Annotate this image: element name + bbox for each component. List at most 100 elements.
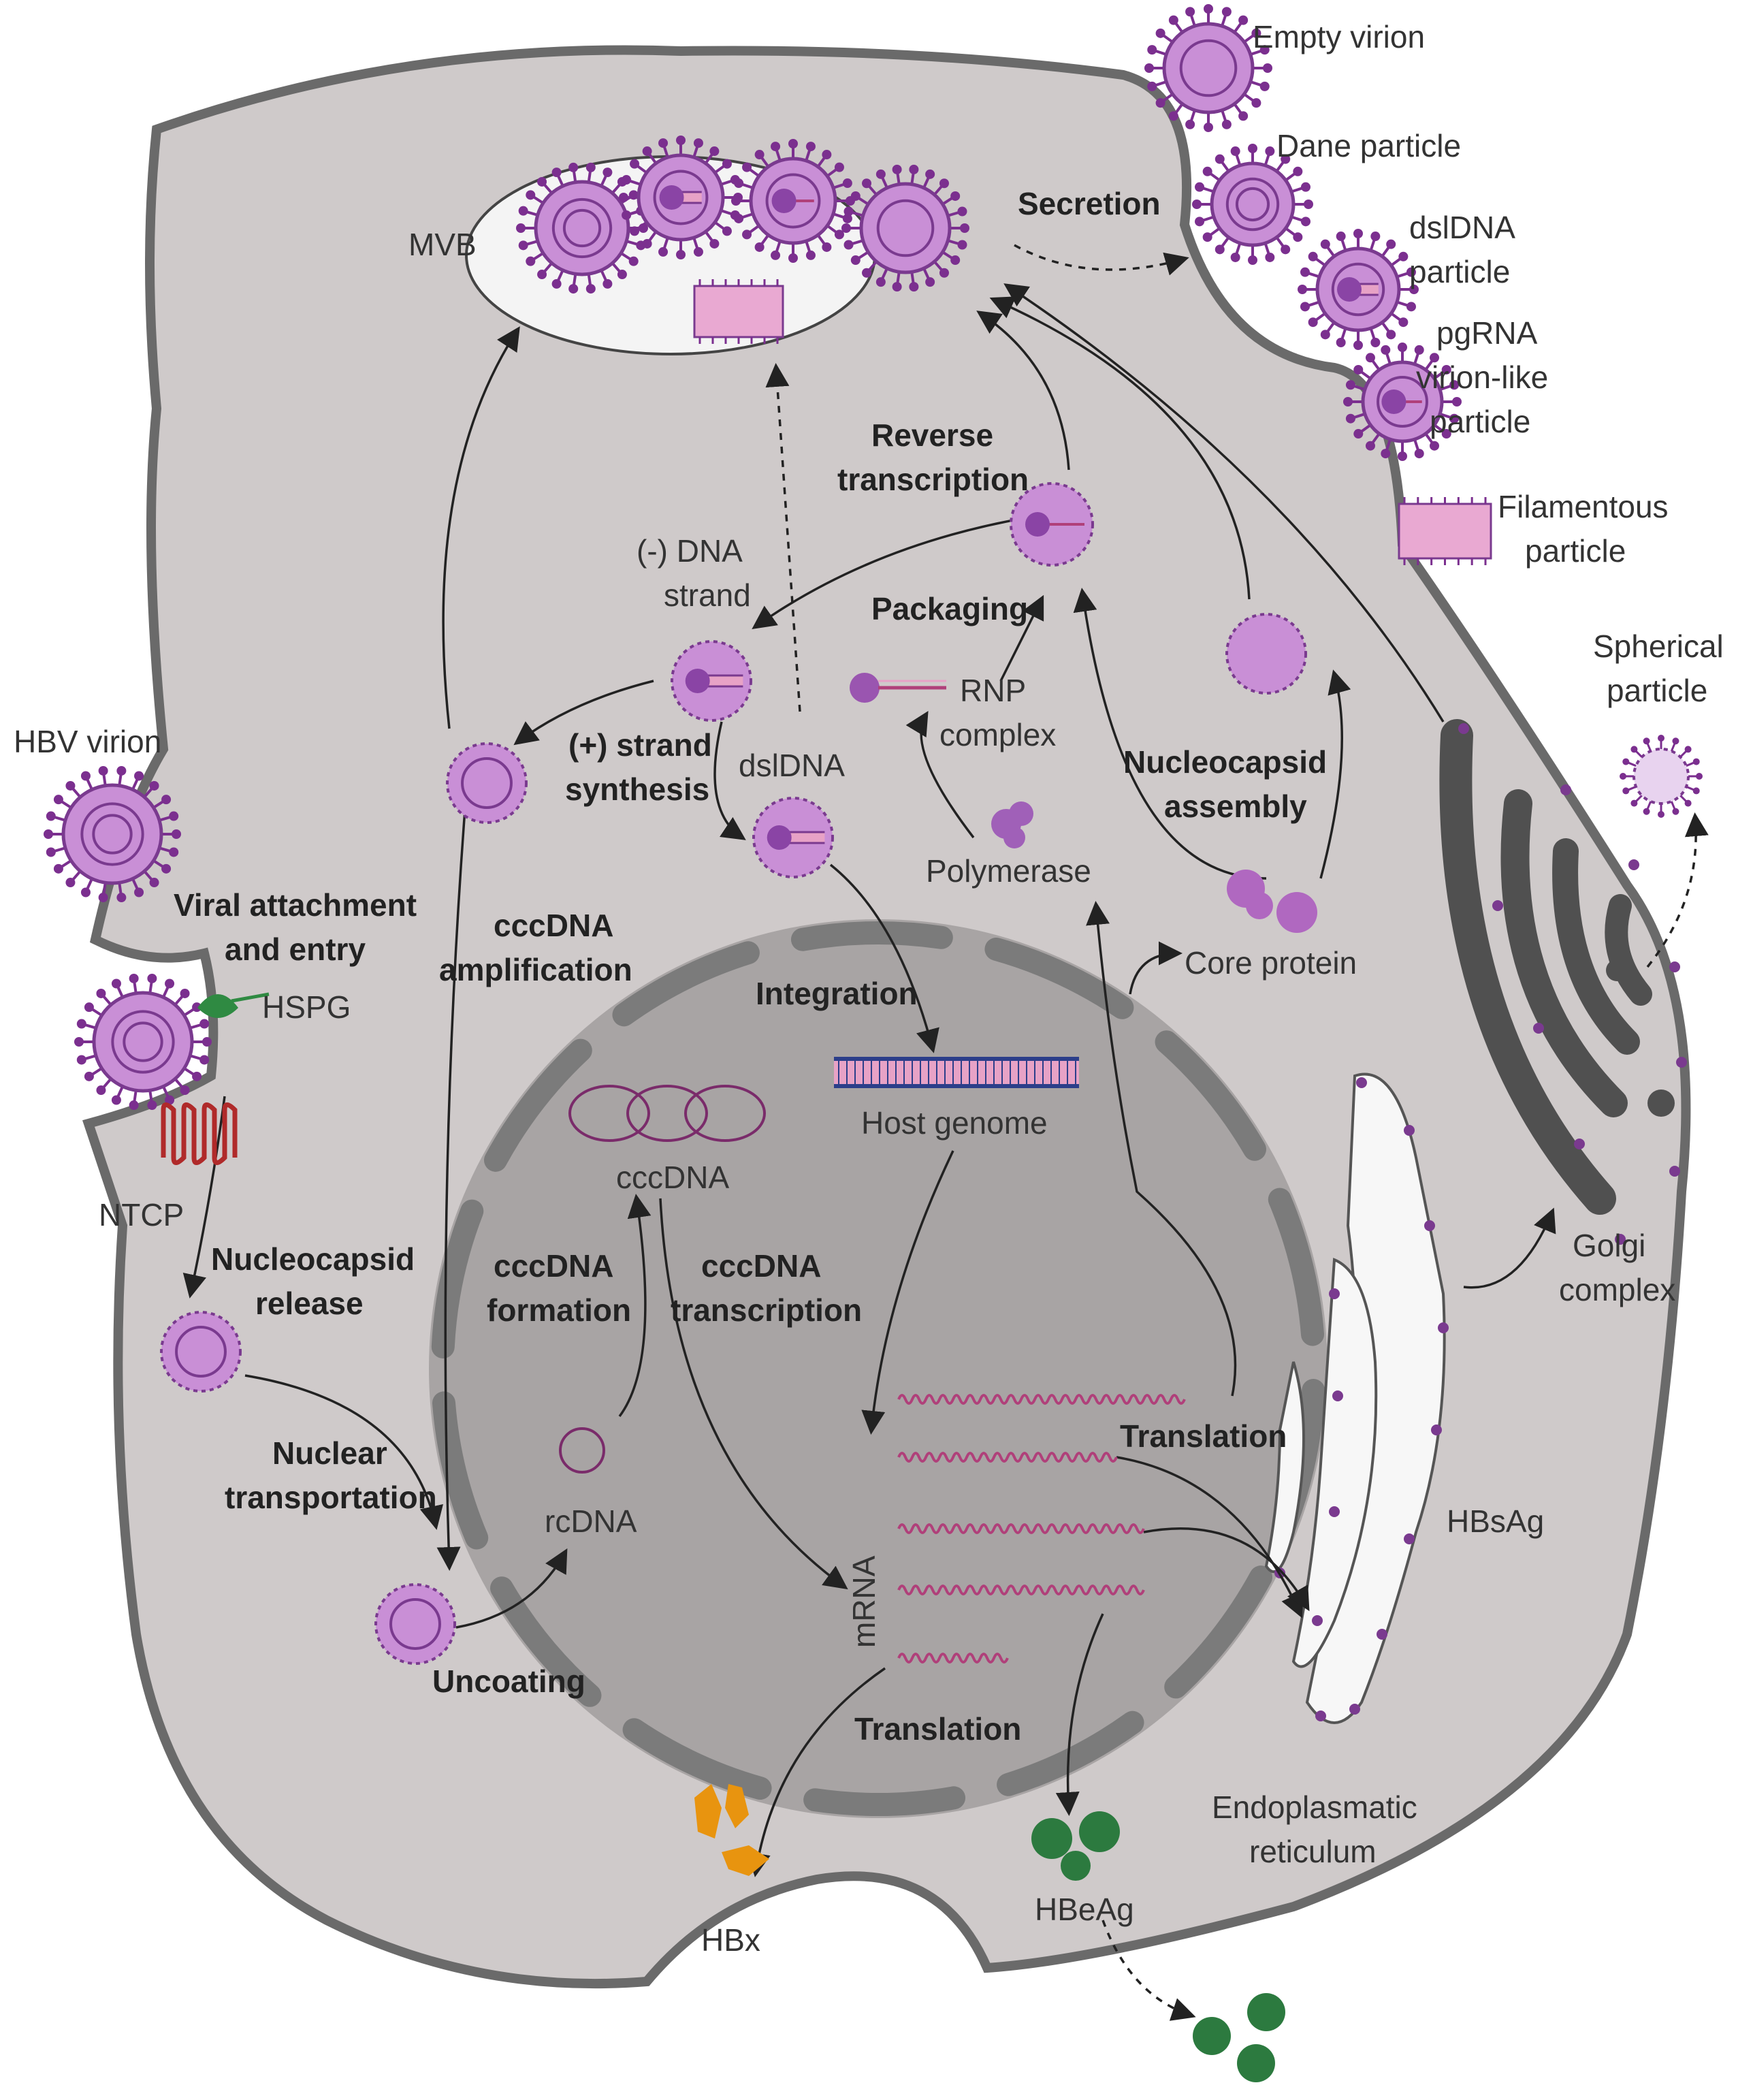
label-viral-attachment: Viral attachment (174, 887, 417, 923)
label-er-2: reticulum (1249, 1834, 1377, 1869)
proteins (161, 801, 1317, 2082)
nucleus (429, 919, 1328, 1818)
label-rcdna: rcDNA (545, 1504, 637, 1539)
spherical-particle (1620, 735, 1703, 818)
label-golgi-2: complex (1559, 1272, 1675, 1307)
golgi-complex (1439, 719, 1687, 1245)
label-cccdna-transcription-2: transcription (671, 1292, 862, 1328)
nuclear-pore-segment (622, 1718, 772, 1800)
label-rnp-2: complex (939, 717, 1056, 752)
label-reverse-transcription: Reverse (871, 417, 993, 453)
host-genome-dna (834, 1057, 1079, 1088)
label-hbeag: HBeAg (1035, 1892, 1134, 1927)
label-nucleocapsid-assembly-2: assembly (1164, 789, 1307, 824)
label-secretion: Secretion (1018, 186, 1161, 221)
nuclear-pore-segment (1164, 1565, 1273, 1699)
nuclear-pore-segment (997, 1711, 1144, 1796)
diagram-labels: Empty virion Dane particle dslDNA partic… (14, 19, 1724, 1958)
empty-virion (1144, 4, 1272, 132)
label-mrna: mRNA (846, 1555, 882, 1648)
label-dsldna: dslDNA (739, 748, 845, 783)
mrna-strand (897, 1452, 1118, 1463)
label-dsldna-particle-2: particle (1409, 254, 1510, 289)
nuclear-pore-segment (790, 921, 953, 951)
capsid-reverse-transcription (1010, 482, 1094, 567)
mvb-empty (841, 164, 969, 292)
label-mvb: MVB (408, 227, 477, 262)
label-nucleocapsid-release: Nucleocapsid (211, 1241, 415, 1277)
label-spherical-2: particle (1607, 673, 1707, 708)
mrna-strands (897, 1394, 1186, 1664)
ntcp-receptor (161, 1102, 238, 1165)
core-protein (1227, 870, 1317, 933)
label-hbv-virion: HBV virion (14, 724, 161, 759)
nuclear-pore-segment (431, 1199, 484, 1359)
label-cccdna-formation: cccDNA (494, 1248, 613, 1284)
label-er: Endoplasmatic (1212, 1789, 1417, 1825)
label-dane-particle: Dane particle (1276, 128, 1461, 163)
label-translation-bottom: Translation (854, 1711, 1021, 1747)
mrna-strand (897, 1523, 1145, 1534)
cccdna-loops (568, 1085, 766, 1142)
label-nuclear-transport-2: transportation (225, 1480, 437, 1515)
virions (44, 4, 1703, 1665)
label-empty-virion: Empty virion (1253, 19, 1425, 54)
rcdna-circle (559, 1427, 605, 1474)
hbeag-protein (1031, 1811, 1285, 2082)
label-minus-dna: (-) DNA (637, 533, 743, 569)
label-packaging: Packaging (871, 591, 1028, 626)
label-spherical: Spherical (1593, 629, 1724, 664)
nuclear-pore-segment (984, 937, 1134, 1019)
label-nucleocapsid-assembly: Nucleocapsid (1123, 744, 1327, 780)
label-minus-dna-2: strand (664, 577, 751, 613)
capsid-minus-strand (671, 640, 752, 722)
polymerase-protein (991, 801, 1033, 848)
label-plus-strand-2: synthesis (565, 771, 709, 807)
nuclear-pore-segment (612, 941, 760, 1027)
mvb-dsldna (619, 136, 743, 259)
filamentous-particle (1398, 497, 1492, 565)
nuclear-pore-segment (1268, 1188, 1325, 1346)
label-pgrna: pgRNA (1436, 315, 1538, 351)
hbx-protein (694, 1784, 769, 1876)
dane-particle (1192, 144, 1313, 265)
rnp-complex (850, 673, 946, 703)
released-nucleocapsid (160, 1311, 242, 1393)
mvb-pgrna (731, 139, 855, 263)
label-nuclear-transport: Nuclear (272, 1435, 387, 1471)
label-hspg: HSPG (262, 989, 351, 1025)
nuclear-pore-segment (803, 1786, 966, 1816)
label-translation-right: Translation (1120, 1418, 1287, 1454)
pathway-arrows (182, 244, 1709, 2021)
hspg-receptor (197, 992, 270, 1018)
pgrna-particle (1343, 343, 1462, 461)
label-nucleocapsid-release-2: release (255, 1286, 364, 1321)
mrna-strand (897, 1394, 1186, 1405)
nuclear-pore-segment (483, 1038, 592, 1172)
capsid-dsldna (752, 797, 834, 878)
label-cccdna-amplification-2: amplification (439, 952, 632, 987)
label-polymerase: Polymerase (926, 853, 1091, 889)
label-cccdna-transcription: cccDNA (701, 1248, 821, 1284)
label-golgi: Golgi (1573, 1228, 1645, 1263)
label-viral-attachment-2: and entry (225, 932, 366, 967)
label-uncoating: Uncoating (432, 1664, 585, 1699)
label-ntcp: NTCP (99, 1197, 184, 1232)
label-hbx: HBx (701, 1922, 760, 1958)
label-reverse-transcription-2: transcription (837, 462, 1029, 497)
empty-capsid (1225, 613, 1307, 695)
nuclear-pore-segment (1155, 1030, 1266, 1161)
mrna-strand (897, 1585, 1145, 1595)
label-hbsag: HBsAg (1447, 1504, 1544, 1539)
uncoating-nucleocapsid (374, 1583, 456, 1665)
label-rnp: RNP (960, 673, 1026, 708)
nuclear-pore-segment (490, 1576, 602, 1707)
mvb-filamentous-particle (693, 279, 784, 344)
capsid-amplification (446, 742, 528, 824)
label-pgrna-3: particle (1430, 404, 1530, 439)
label-cccdna: cccDNA (616, 1160, 729, 1195)
endoplasmic-reticulum (1264, 1072, 1449, 1724)
label-filamentous-2: particle (1525, 533, 1626, 569)
